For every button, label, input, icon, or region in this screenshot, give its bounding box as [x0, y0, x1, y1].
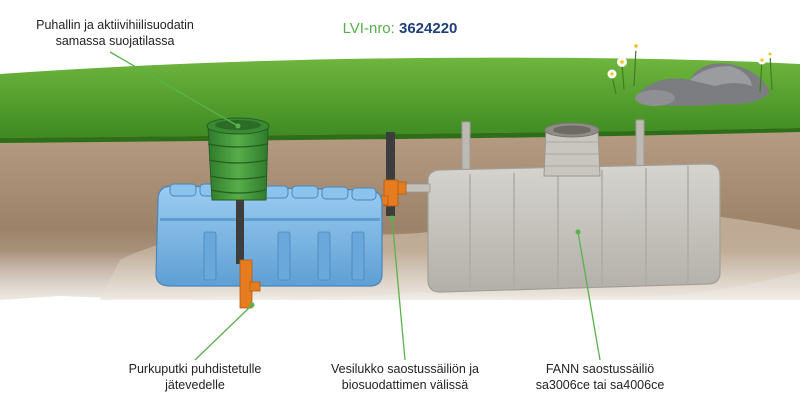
label-water-trap: Vesilukko saostussäiliön ja biosuodattim… [305, 361, 505, 393]
septic-tank [427, 119, 721, 293]
leader-dot-trap [389, 215, 395, 221]
label-outlet-line2: jätevedelle [165, 378, 225, 392]
label-septic-line1: FANN saostussäiliö [545, 362, 655, 376]
label-blower-and-filter: Puhallin ja aktiivihiilisuodatin samassa… [20, 17, 210, 49]
blower-housing [206, 117, 270, 201]
label-septic-line2: sa3006ce tai sa4006ce [535, 378, 665, 392]
outlet-pipe [236, 200, 261, 309]
label-outlet-line1: Purkuputki puhdistetulle [128, 362, 262, 376]
grass-edge [0, 128, 800, 143]
label-blower-line2: samassa suojatilassa [55, 34, 175, 48]
lvi-number-heading: LVI-nro: 3624220 [300, 20, 500, 37]
lvi-label: LVI-nro: [342, 20, 395, 37]
bio-filter-tank [155, 183, 383, 287]
grass-layer [0, 57, 800, 138]
leader-dot-septic [575, 229, 581, 235]
lvi-number: 3624220 [399, 20, 458, 37]
label-outlet-pipe: Purkuputki puhdistetulle jätevedelle [100, 361, 290, 393]
label-septic-tank: FANN saostussäiliö sa3006ce tai sa4006ce [510, 361, 690, 393]
label-trap-line2: biosuodattimen välissä [341, 378, 469, 392]
daisy-flowers [607, 41, 774, 95]
leader-dot-outlet [249, 302, 255, 308]
rocks [635, 63, 770, 106]
label-blower-line1: Puhallin ja aktiivihiilisuodatin [36, 18, 194, 32]
label-trap-line1: Vesilukko saostussäiliön ja [331, 362, 479, 376]
leader-lines [109, 51, 601, 361]
leader-dot-blower [235, 123, 241, 129]
